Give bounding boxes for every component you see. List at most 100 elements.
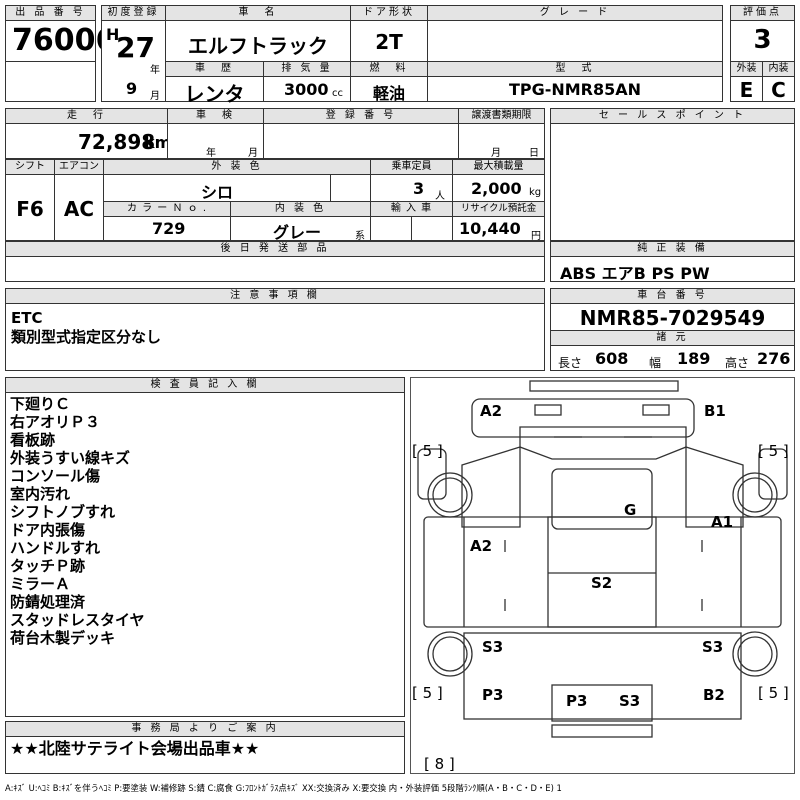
caution-line: ETC bbox=[11, 309, 43, 327]
mileage-cell: 72,898 km bbox=[5, 123, 172, 159]
legend: A:ｷｽﾞ U:ﾍｺﾐ B:ｷｽﾞを伴うﾍｺﾐ P:要塗装 W:補修跡 S:錆 … bbox=[5, 783, 562, 793]
fuel: 軽油 bbox=[372, 84, 405, 103]
first-registration-label: 初度登録 bbox=[101, 5, 166, 21]
exterior-cell: E bbox=[730, 76, 763, 102]
interior-color-label: 内 装 色 bbox=[230, 201, 371, 217]
ac: AC bbox=[63, 197, 95, 221]
recycle-cell: 10,440 円 bbox=[452, 216, 545, 242]
inspector-notes-cell: 下廻りＣ 右アオリＰ３ 看板跡 外装うすい線キズ コンソール傷 室内汚れ シフト… bbox=[5, 392, 405, 717]
tire-rear-left: [ 5 ] bbox=[412, 684, 443, 702]
exterior-label: 外装 bbox=[730, 61, 763, 77]
inspector-note: シフトノブすれ bbox=[10, 503, 116, 521]
inspector-note: 室内汚れ bbox=[10, 485, 71, 503]
registration-month: 9 bbox=[126, 79, 138, 98]
recycle-label: リサイクル預託金 bbox=[452, 201, 545, 217]
exterior-color-extra bbox=[330, 174, 371, 202]
history-label: 車 歴 bbox=[165, 61, 264, 77]
max-load-unit: kg bbox=[529, 187, 542, 198]
transfer-day-unit: 日 bbox=[529, 148, 539, 159]
door-type: 2T bbox=[375, 30, 403, 54]
genuine-equipment-cell: ABS エアB PS PW bbox=[550, 256, 795, 283]
damage-diagram-frame bbox=[410, 377, 795, 774]
inspector-note: 下廻りＣ bbox=[10, 395, 71, 413]
damage-mark: P3 bbox=[566, 692, 588, 710]
shift: F6 bbox=[16, 197, 44, 221]
year-unit: 年 bbox=[150, 65, 160, 76]
dimensions-label: 諸 元 bbox=[550, 330, 795, 346]
displacement: 3000 bbox=[284, 80, 329, 99]
exterior-grade: E bbox=[739, 78, 754, 102]
exterior-color-cell: シロ bbox=[103, 174, 331, 202]
inspection-month-unit: 月 bbox=[248, 148, 258, 159]
sales-point-cell bbox=[550, 123, 795, 241]
max-load-label: 最大積載量 bbox=[452, 159, 545, 175]
transfer-month-unit: 月 bbox=[491, 148, 501, 159]
color-number-cell: 729 bbox=[103, 216, 231, 241]
max-load: 2,000 bbox=[471, 179, 522, 198]
interior-label: 内装 bbox=[762, 61, 795, 77]
chassis-cell: NMR85-7029549 bbox=[550, 303, 795, 331]
capacity-unit: 人 bbox=[435, 191, 445, 202]
displacement-cell: 3000 cc bbox=[263, 76, 351, 102]
damage-mark: B2 bbox=[703, 686, 725, 704]
ac-label: エアコン bbox=[54, 159, 104, 175]
mileage: 72,898 bbox=[78, 130, 156, 154]
dimensions-cell: 長さ 608 幅 189 高さ 276 bbox=[550, 345, 795, 371]
interior-color-unit: 系 bbox=[355, 231, 365, 242]
car-name: エルフトラック bbox=[188, 34, 328, 58]
tire-front-right: [ 5 ] bbox=[758, 442, 789, 460]
model: TPG-NMR85AN bbox=[508, 80, 642, 99]
damage-mark: S3 bbox=[619, 692, 641, 710]
genuine-equipment-label: 純 正 装 備 bbox=[550, 241, 795, 257]
inspector-note: 看板跡 bbox=[10, 431, 56, 449]
width-label: 幅 bbox=[649, 356, 662, 370]
grade-label: グ レ ー ド bbox=[427, 5, 723, 21]
length: 608 bbox=[595, 349, 629, 368]
grade-cell bbox=[427, 20, 723, 62]
tire-spare: [ 8 ] bbox=[424, 755, 455, 773]
import-label: 輸 入 車 bbox=[370, 201, 453, 217]
caution-line: 類別型式指定区分なし bbox=[11, 328, 162, 346]
office-message-label: 事 務 局 よ り ご 案 内 bbox=[5, 721, 405, 737]
caution-cell: ETC 類別型式指定区分なし bbox=[5, 303, 545, 371]
interior-color-cell: グレー 系 bbox=[230, 216, 371, 242]
import-cell-a bbox=[370, 216, 412, 241]
car-name-cell: エルフトラック bbox=[165, 20, 351, 62]
inspector-note: スタッドレスタイヤ bbox=[10, 611, 145, 629]
caution-label: 注 意 事 項 欄 bbox=[5, 288, 545, 304]
era: H bbox=[106, 25, 120, 44]
height: 276 bbox=[757, 349, 791, 368]
lot-number-label: 出 品 番 号 bbox=[5, 5, 96, 21]
displacement-label: 排 気 量 bbox=[263, 61, 351, 77]
import-cell-b bbox=[411, 216, 453, 241]
tire-rear-right: [ 5 ] bbox=[758, 684, 789, 702]
interior-grade: C bbox=[771, 78, 786, 102]
door-label: ドア形状 bbox=[350, 5, 428, 21]
history-cell: レンタ bbox=[165, 76, 264, 106]
inspector-note: 防錆処理済 bbox=[10, 593, 86, 611]
first-registration-cell: H 27 年 9 月 bbox=[101, 20, 166, 102]
damage-mark: B1 bbox=[704, 402, 726, 420]
interior-cell: C bbox=[762, 76, 795, 102]
month-unit: 月 bbox=[150, 91, 160, 102]
inspector-note: ドア内張傷 bbox=[10, 521, 86, 539]
height-label: 高さ bbox=[725, 356, 750, 370]
capacity: 3 bbox=[413, 179, 425, 198]
inspector-note: ハンドルすれ bbox=[10, 539, 101, 557]
fuel-label: 燃 料 bbox=[350, 61, 428, 77]
score-cell: 3 bbox=[730, 20, 795, 62]
car-name-label: 車 名 bbox=[165, 5, 351, 21]
capacity-label: 乗車定員 bbox=[370, 159, 453, 175]
mileage-unit: km bbox=[144, 133, 172, 152]
inspector-note: コンソール傷 bbox=[10, 467, 101, 485]
chassis-number: NMR85-7029549 bbox=[579, 306, 766, 330]
exterior-color-label: 外 装 色 bbox=[103, 159, 371, 175]
registration-year: 27 bbox=[116, 31, 155, 64]
truck-outline-diagram bbox=[417, 380, 788, 738]
shift-label: シフト bbox=[5, 159, 55, 175]
tire-front-left: [ 5 ] bbox=[412, 442, 443, 460]
mileage-label: 走 行 bbox=[5, 108, 168, 124]
width: 189 bbox=[677, 349, 711, 368]
exterior-color: シロ bbox=[200, 183, 233, 202]
transfer-deadline-cell: 月 日 bbox=[458, 123, 545, 159]
